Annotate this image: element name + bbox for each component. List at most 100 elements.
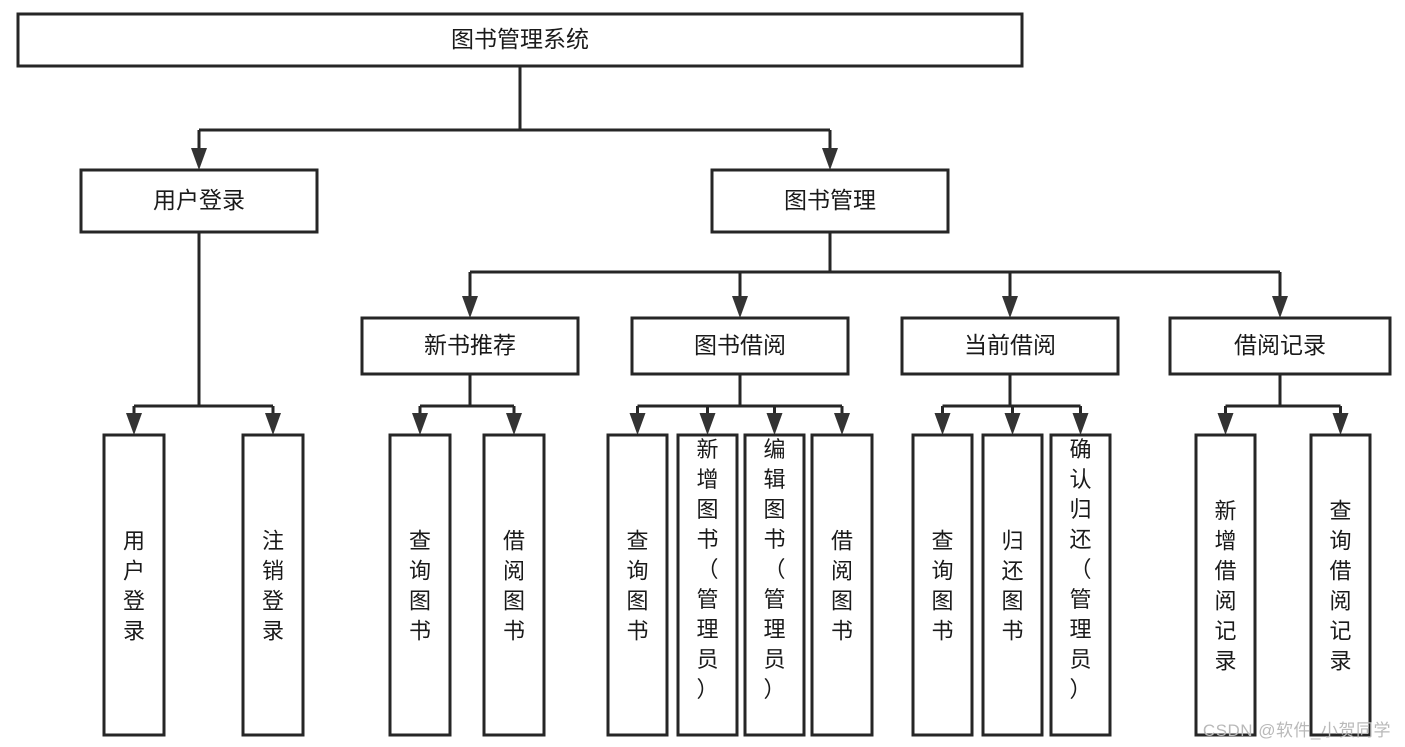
level3-node-box[interactable]	[1168, 316, 1392, 376]
arrow-head-icon	[834, 413, 850, 435]
leaf-node-label-char: ）	[1069, 677, 1091, 702]
leaf-node-box[interactable]	[482, 433, 546, 737]
level3-node-3[interactable]: 当前借阅	[900, 316, 1120, 376]
leaf-node-label-char: 增	[1214, 528, 1236, 553]
leaf-node-label-char: 确	[1069, 437, 1091, 462]
leaf-node-box[interactable]	[911, 433, 974, 737]
root-node-1[interactable]: 图书管理系统	[16, 12, 1024, 68]
leaf-node-box[interactable]	[810, 433, 874, 737]
arrow-head-icon	[629, 413, 646, 435]
level3-node-2[interactable]: 图书借阅	[630, 316, 850, 376]
arrow-head-icon	[191, 148, 207, 170]
leaf-node-label-char: ）	[763, 677, 785, 702]
leaf-node-box[interactable]	[388, 433, 452, 737]
leaf-node-label-char: 新	[1214, 498, 1236, 523]
arrow-head-icon	[462, 296, 478, 318]
leaf-node-box[interactable]	[743, 433, 806, 737]
leaf-node-label-char: 借	[503, 528, 525, 553]
level3-node-1[interactable]: 新书推荐	[360, 316, 580, 376]
leaf-node-label-char: 登	[262, 588, 284, 613]
level2-node-box[interactable]	[79, 168, 319, 234]
arrow-head-icon	[126, 413, 142, 435]
leaf-node-label-char: 书	[409, 618, 431, 643]
leaf-node-box[interactable]	[1049, 433, 1112, 737]
leaf-node-label-char: 理	[763, 617, 785, 642]
leaf-node-label-char: 借	[1214, 558, 1236, 583]
leaf-node-label-char: 阅	[1329, 588, 1351, 613]
leaf-node-box[interactable]	[1194, 433, 1257, 737]
leaf-node-label-char: 新	[696, 437, 718, 462]
leaf-node-label-char: 书	[1001, 618, 1023, 643]
arrow-head-icon	[934, 413, 951, 435]
leaf-node-label-char: 辑	[763, 467, 785, 492]
leaf-node-box[interactable]	[102, 433, 166, 737]
level2-node-box[interactable]	[710, 168, 950, 234]
level2-node-label: 用户登录	[153, 187, 245, 213]
leaf-node-label-char: 管	[696, 587, 718, 612]
arrow-head-icon	[1004, 413, 1021, 435]
leaf-node-label-char: 图	[626, 588, 648, 613]
level3-node-label: 新书推荐	[424, 332, 516, 358]
level3-node-box[interactable]	[900, 316, 1120, 376]
level3-node-box[interactable]	[360, 316, 580, 376]
leaf-node-label-char: 图	[696, 497, 718, 522]
leaf-node-label-char: 查	[1329, 498, 1351, 523]
leaf-node-label-char: 书	[696, 527, 718, 552]
leaf-node-label-char: 借	[1329, 558, 1351, 583]
leaf-node-label-char: 查	[409, 528, 431, 553]
leaf-node-label-char: 管	[1069, 587, 1091, 612]
arrow-head-icon	[1332, 413, 1349, 435]
leaf-node-label-char: 记	[1214, 618, 1236, 643]
csdn-watermark: CSDN @软件_小贺同学	[1202, 721, 1391, 740]
arrow-head-icon	[1217, 413, 1234, 435]
leaf-node-label-char: 录	[1214, 648, 1236, 673]
level2-node-2[interactable]: 图书管理	[710, 168, 950, 234]
leaf-node-label-char: 认	[1069, 467, 1091, 492]
leaf-node-label-char: 阅	[1214, 588, 1236, 613]
leaf-node-label-char: 归	[1001, 528, 1023, 553]
leaf-node-label-char: 询	[931, 558, 953, 583]
leaf-node-label-char: 还	[1069, 527, 1091, 552]
arrow-head-icon	[699, 413, 716, 435]
leaf-node-label-char: 阅	[831, 558, 853, 583]
level3-node-4[interactable]: 借阅记录	[1168, 316, 1392, 376]
leaf-node-1[interactable]: 用户登录	[102, 433, 166, 737]
leaf-node-label-char: 管	[763, 587, 785, 612]
leaf-node-box[interactable]	[981, 433, 1044, 737]
leaf-node-label-char: 图	[409, 588, 431, 613]
leaf-node-label-char: 图	[503, 588, 525, 613]
level2-node-1[interactable]: 用户登录	[79, 168, 319, 234]
leaf-node-label-char: 归	[1069, 497, 1091, 522]
leaf-node-box[interactable]	[606, 433, 669, 737]
root-node-box[interactable]	[16, 12, 1024, 68]
leaf-node-label-char: 书	[626, 618, 648, 643]
leaf-node-label-char: 图	[763, 497, 785, 522]
leaf-node-label-char: （	[696, 557, 718, 582]
leaf-node-label-char: 理	[696, 617, 718, 642]
leaf-node-box[interactable]	[676, 433, 739, 737]
leaf-node-box[interactable]	[241, 433, 305, 737]
leaf-node-label-char: 询	[626, 558, 648, 583]
leaf-node-label-char: 理	[1069, 617, 1091, 642]
leaf-node-label-char: 查	[626, 528, 648, 553]
leaf-node-label-char: 用	[123, 528, 145, 553]
level3-node-box[interactable]	[630, 316, 850, 376]
arrow-head-icon	[1072, 413, 1089, 435]
leaf-node-box[interactable]	[1309, 433, 1372, 737]
arrow-head-icon	[506, 413, 522, 435]
leaf-node-label-char: 员	[1069, 647, 1091, 672]
